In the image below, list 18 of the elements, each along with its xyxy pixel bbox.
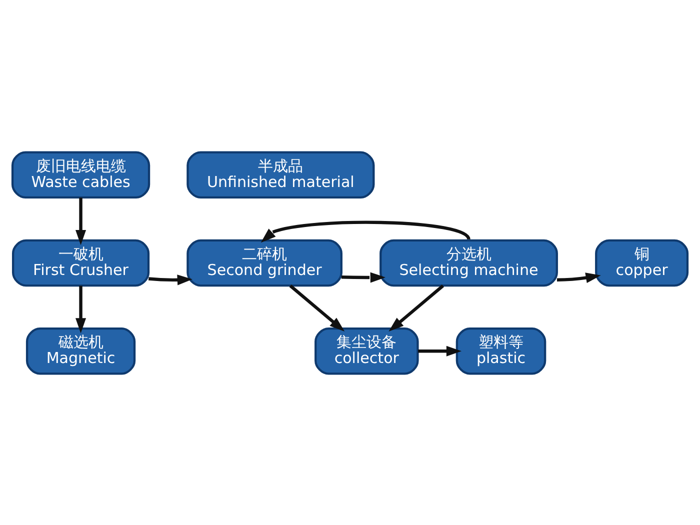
arrow xyxy=(148,274,192,285)
node-box: 废旧电线电缆 Waste cables xyxy=(11,150,150,198)
node-box: 磁选机 Magnetic xyxy=(26,326,136,374)
node-box: 铜 copper xyxy=(595,238,689,286)
arrow xyxy=(75,197,86,245)
arrow xyxy=(75,285,86,333)
node-box: 二碎机 Second grinder xyxy=(186,238,342,286)
arrow xyxy=(341,272,386,282)
node-box: 一破机 First Crusher xyxy=(12,238,150,286)
arrow xyxy=(388,284,444,331)
node-box: 塑料等 plastic xyxy=(456,326,546,374)
arrow xyxy=(556,272,601,283)
node-box: 分选机 Selecting machine xyxy=(380,238,558,286)
node-box: 半成品 Unfinished material xyxy=(186,150,375,198)
arrow xyxy=(289,284,345,331)
arrow xyxy=(418,345,462,356)
arrow xyxy=(260,220,470,242)
node-box: 集尘设备 collector xyxy=(314,326,419,374)
